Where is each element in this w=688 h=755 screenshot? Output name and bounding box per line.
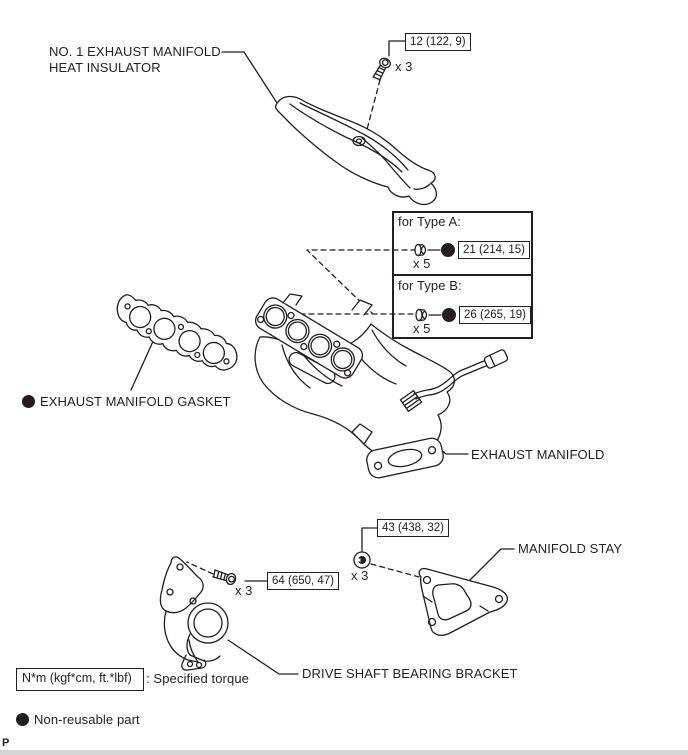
quantity-insulator-bolts: x 3 — [395, 59, 413, 74]
non-reusable-bullet-gasket — [22, 395, 35, 408]
label-exhaust-manifold: EXHAUST MANIFOLD — [471, 447, 605, 462]
quantity-bracket-bolts: x 3 — [235, 583, 253, 598]
type-spec-divider — [394, 274, 531, 276]
manifold-stay-drawing — [418, 567, 509, 636]
bolt-icon-bracket — [212, 569, 237, 586]
non-reusable-caption: Non-reusable part — [34, 712, 140, 727]
label-heat-insulator: NO. 1 EXHAUST MANIFOLD HEAT INSULATOR — [49, 44, 221, 75]
label-gasket: EXHAUST MANIFOLD GASKET — [40, 394, 231, 409]
type-spec-box — [392, 211, 533, 339]
nut-icon-type-a — [414, 243, 455, 257]
non-reusable-bullet-legend — [16, 713, 29, 726]
label-manifold-stay: MANIFOLD STAY — [518, 541, 623, 556]
torque-box-insulator-bolts: 12 (122, 9) — [405, 33, 471, 51]
quantity-type-a: x 5 — [413, 256, 431, 271]
nut-icon-type-b — [415, 308, 456, 322]
exhaust-manifold-drawing — [254, 293, 456, 479]
stay-nut-icon — [353, 551, 371, 569]
footer-bar — [0, 750, 688, 755]
bolt-icon-insulator — [372, 57, 391, 82]
torque-box-type-b: 26 (265, 19) — [459, 306, 532, 324]
torque-box-bracket-bolts: 64 (650, 47) — [267, 572, 340, 590]
assembly-dashed-lines — [186, 79, 420, 578]
gasket-drawing — [116, 294, 238, 371]
type-a-heading: for Type A: — [398, 214, 462, 229]
quantity-type-b: x 5 — [413, 321, 431, 336]
label-bearing-bracket: DRIVE SHAFT BEARING BRACKET — [302, 666, 518, 681]
bearing-bracket-drawing — [159, 556, 229, 671]
heat-insulator-drawing — [274, 95, 438, 206]
torque-box-type-a: 21 (214, 15) — [458, 241, 531, 259]
torque-box-stay-nuts: 43 (438, 32) — [377, 519, 450, 537]
non-reusable-dot — [441, 243, 455, 257]
oxygen-sensor-drawing — [399, 349, 509, 412]
type-b-heading: for Type B: — [398, 278, 462, 293]
non-reusable-dot — [442, 308, 456, 322]
quantity-stay-nuts: x 3 — [351, 568, 369, 583]
label-heat-insulator-line1: NO. 1 EXHAUST MANIFOLD — [49, 44, 221, 59]
torque-unit-caption: : Specified torque — [146, 671, 249, 686]
label-heat-insulator-line2: HEAT INSULATOR — [49, 59, 161, 75]
page-marker: P — [2, 737, 10, 749]
torque-unit-box: N*m (kgf*cm, ft.*lbf) — [16, 668, 144, 691]
